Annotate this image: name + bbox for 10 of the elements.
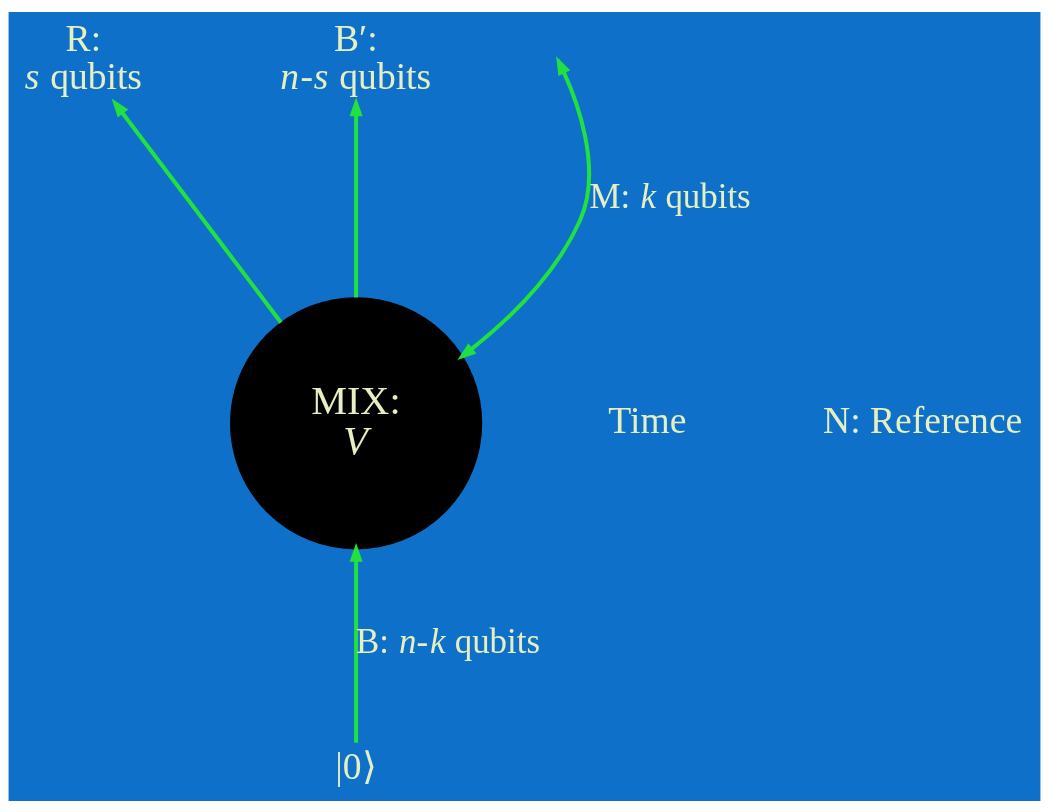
node-text: B′: n-s qubits <box>280 17 432 97</box>
edge-label: M: k qubits <box>589 176 751 216</box>
node-text: |0⟩ <box>335 745 377 787</box>
arrow <box>349 96 363 297</box>
label: N: Reference <box>823 399 1023 441</box>
label: Time <box>608 399 687 441</box>
arrow <box>111 98 283 324</box>
node-text: R: s qubits <box>24 17 142 97</box>
arrow <box>349 542 363 743</box>
node-circle: MIX: V <box>229 296 483 549</box>
